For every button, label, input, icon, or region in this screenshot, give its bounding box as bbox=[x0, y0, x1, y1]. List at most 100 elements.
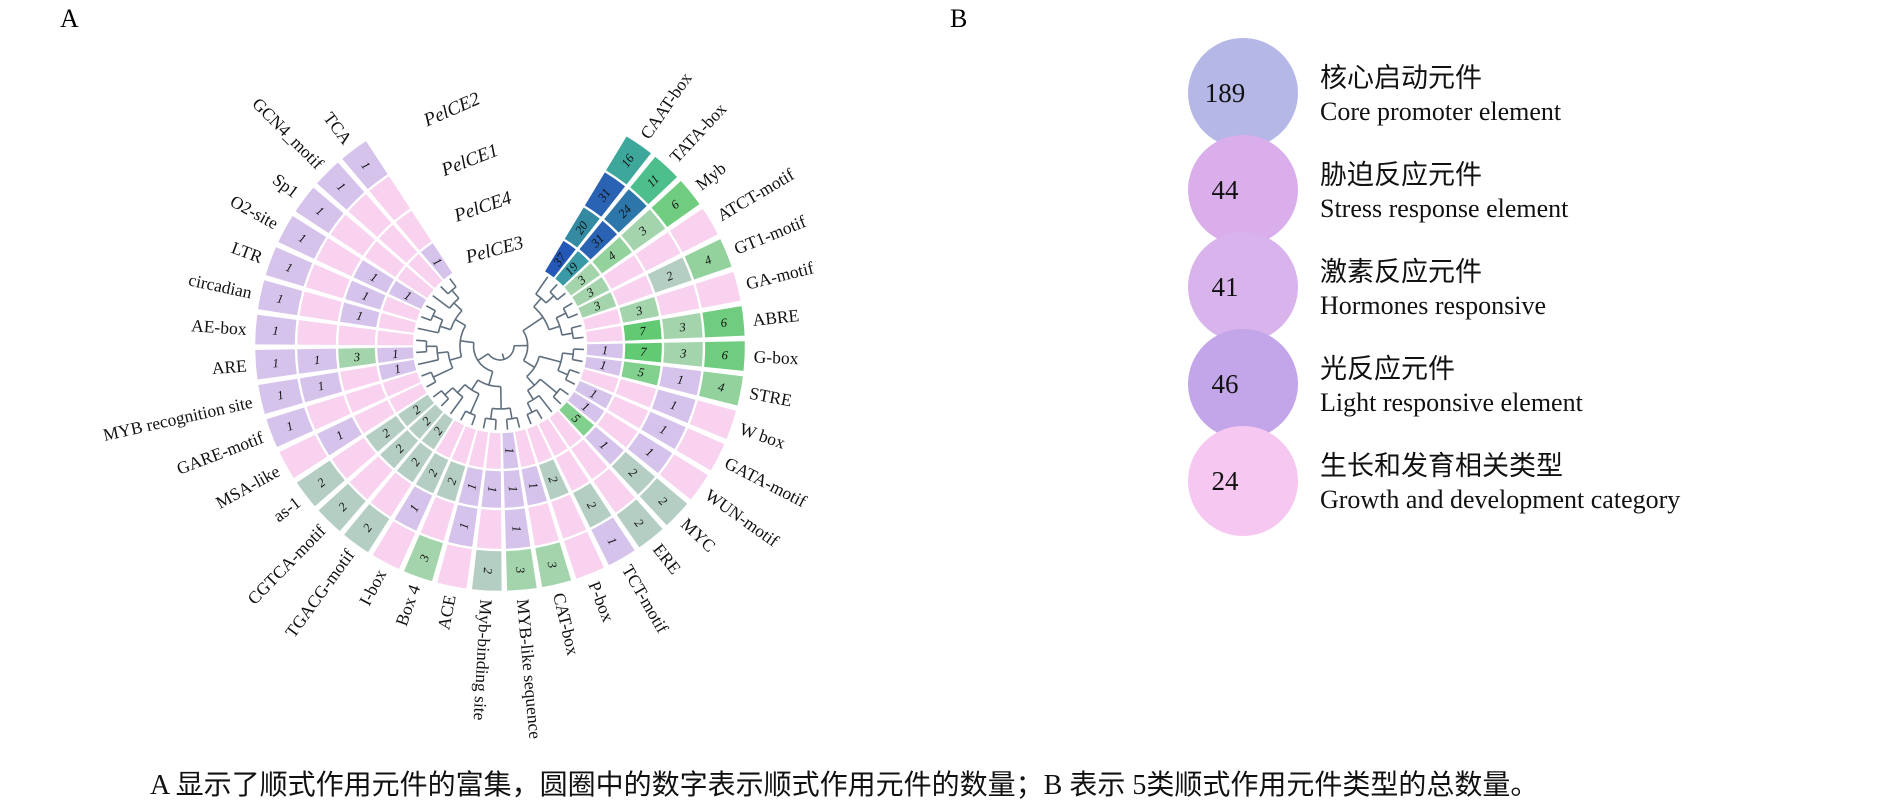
heatmap-cell bbox=[551, 494, 587, 539]
heatmap-cell bbox=[545, 240, 576, 278]
heatmap-cell bbox=[305, 264, 350, 299]
summary-label: 生长和发育相关类型 Growth and development categor… bbox=[1320, 450, 1880, 516]
heatmap-cell bbox=[630, 156, 678, 205]
heatmap-cell bbox=[318, 483, 366, 532]
circular-heatmap: 37203116CAAT-box19312411TATA-box3436Myb3… bbox=[101, 68, 816, 740]
element-label: MYB-like sequence bbox=[513, 598, 546, 740]
cell-count: 7 bbox=[639, 324, 647, 339]
summary-label-zh: 胁迫反应元件 bbox=[1320, 160, 1482, 190]
heatmap-cell bbox=[593, 468, 635, 513]
cell-count: 1 bbox=[502, 447, 517, 454]
heatmap-cell bbox=[627, 432, 673, 474]
heatmap-cell bbox=[555, 450, 590, 491]
heatmap-cell bbox=[398, 394, 435, 427]
heatmap-cell bbox=[471, 549, 502, 591]
heatmap-cell bbox=[611, 451, 656, 495]
cell-count: 1 bbox=[657, 422, 669, 437]
element-label: as-1 bbox=[269, 492, 304, 526]
heatmap-cell bbox=[340, 302, 380, 328]
heatmap-cell bbox=[394, 486, 433, 531]
cell-count: 1 bbox=[284, 419, 295, 434]
heatmap-cell bbox=[297, 348, 338, 374]
summary-label: 核心启动元件 Core promoter element bbox=[1320, 62, 1880, 128]
element-label: ARE bbox=[211, 356, 247, 379]
cell-count: 1 bbox=[485, 486, 499, 493]
element-label: TCA bbox=[319, 108, 356, 148]
heatmap-cell bbox=[468, 430, 489, 468]
summary-panel: 189 核心启动元件 Core promoter element 44 胁迫反应… bbox=[1188, 38, 1888, 598]
heatmap-cell bbox=[662, 312, 703, 340]
heatmap-cell bbox=[504, 508, 531, 549]
summary-circle-stress: 44 bbox=[1188, 135, 1298, 245]
heatmap-cell bbox=[639, 478, 688, 526]
heatmap-cell bbox=[583, 308, 621, 330]
heatmap-cell bbox=[578, 292, 617, 318]
summary-label-zh: 激素反应元件 bbox=[1320, 257, 1482, 287]
heatmap-cell bbox=[659, 366, 702, 396]
summary-count: 41 bbox=[1211, 271, 1239, 302]
heatmap-cell bbox=[521, 465, 547, 506]
cell-count: 1 bbox=[276, 388, 285, 403]
heatmap-cell bbox=[656, 284, 700, 316]
heatmap-cell bbox=[365, 415, 406, 452]
heatmap-cell bbox=[382, 296, 421, 321]
element-label: ERE bbox=[649, 540, 685, 578]
heatmap-cell bbox=[659, 454, 708, 500]
heatmap-cell bbox=[451, 426, 476, 464]
heatmap-cell bbox=[330, 214, 375, 256]
heatmap-cell bbox=[669, 208, 718, 253]
cell-count: 4 bbox=[702, 253, 713, 268]
heatmap-cell bbox=[704, 341, 745, 371]
heatmap-cell bbox=[624, 342, 662, 363]
heatmap-cell bbox=[420, 243, 453, 280]
cell-count: 1 bbox=[275, 291, 284, 306]
heatmap-cell bbox=[299, 372, 343, 403]
heatmap-cell bbox=[527, 424, 553, 463]
heatmap-cell bbox=[597, 412, 638, 448]
heatmap-cell bbox=[364, 241, 405, 278]
heatmap-cell bbox=[257, 280, 303, 316]
heatmap-cell bbox=[585, 426, 624, 465]
heatmap-cell bbox=[695, 271, 741, 308]
cell-count: 1 bbox=[316, 379, 325, 394]
summary-label-en: Light responsive element bbox=[1320, 388, 1583, 417]
cell-count: 2 bbox=[444, 476, 459, 487]
heatmap-cell bbox=[378, 313, 416, 333]
heatmap-cell bbox=[388, 280, 427, 309]
cell-count: 4 bbox=[717, 380, 726, 395]
cell-count: 1 bbox=[506, 485, 521, 492]
cell-count: 1 bbox=[360, 288, 371, 303]
cell-count: 5 bbox=[637, 365, 646, 380]
cell-count: 1 bbox=[526, 481, 541, 490]
heatmap-cell bbox=[592, 236, 632, 274]
cell-count: 1 bbox=[355, 308, 364, 323]
cell-count: 1 bbox=[587, 386, 599, 401]
heatmap-cell bbox=[395, 210, 432, 251]
element-label: Myb-binding site bbox=[470, 599, 497, 721]
element-label: I-box bbox=[355, 566, 390, 609]
heatmap-cell bbox=[415, 452, 449, 494]
heatmap-cell bbox=[616, 499, 663, 548]
heatmap-cell bbox=[515, 429, 536, 467]
heatmap-cell bbox=[258, 378, 303, 414]
heatmap-cell bbox=[555, 251, 589, 286]
heatmap-cell bbox=[342, 141, 388, 190]
cell-count: 3 bbox=[633, 303, 643, 318]
summary-circle-light: 46 bbox=[1188, 329, 1298, 439]
element-label: GCN4_motif bbox=[248, 94, 327, 174]
heatmap-cell bbox=[421, 413, 453, 450]
cell-count: 3 bbox=[544, 559, 559, 569]
heatmap-cell bbox=[651, 181, 700, 228]
summary-label-en: Growth and development category bbox=[1320, 485, 1681, 514]
heatmap-cell bbox=[564, 207, 600, 248]
summary-circle-hormone: 41 bbox=[1188, 232, 1298, 342]
cell-count: 1 bbox=[601, 343, 608, 357]
heatmap-cell bbox=[338, 325, 376, 346]
heatmap-cell bbox=[297, 320, 338, 345]
heatmap-cell bbox=[369, 176, 411, 221]
heatmap-cell bbox=[651, 389, 696, 424]
heatmap-cell bbox=[606, 136, 651, 185]
heatmap-cell bbox=[572, 277, 610, 307]
heatmap-cell bbox=[354, 400, 395, 434]
